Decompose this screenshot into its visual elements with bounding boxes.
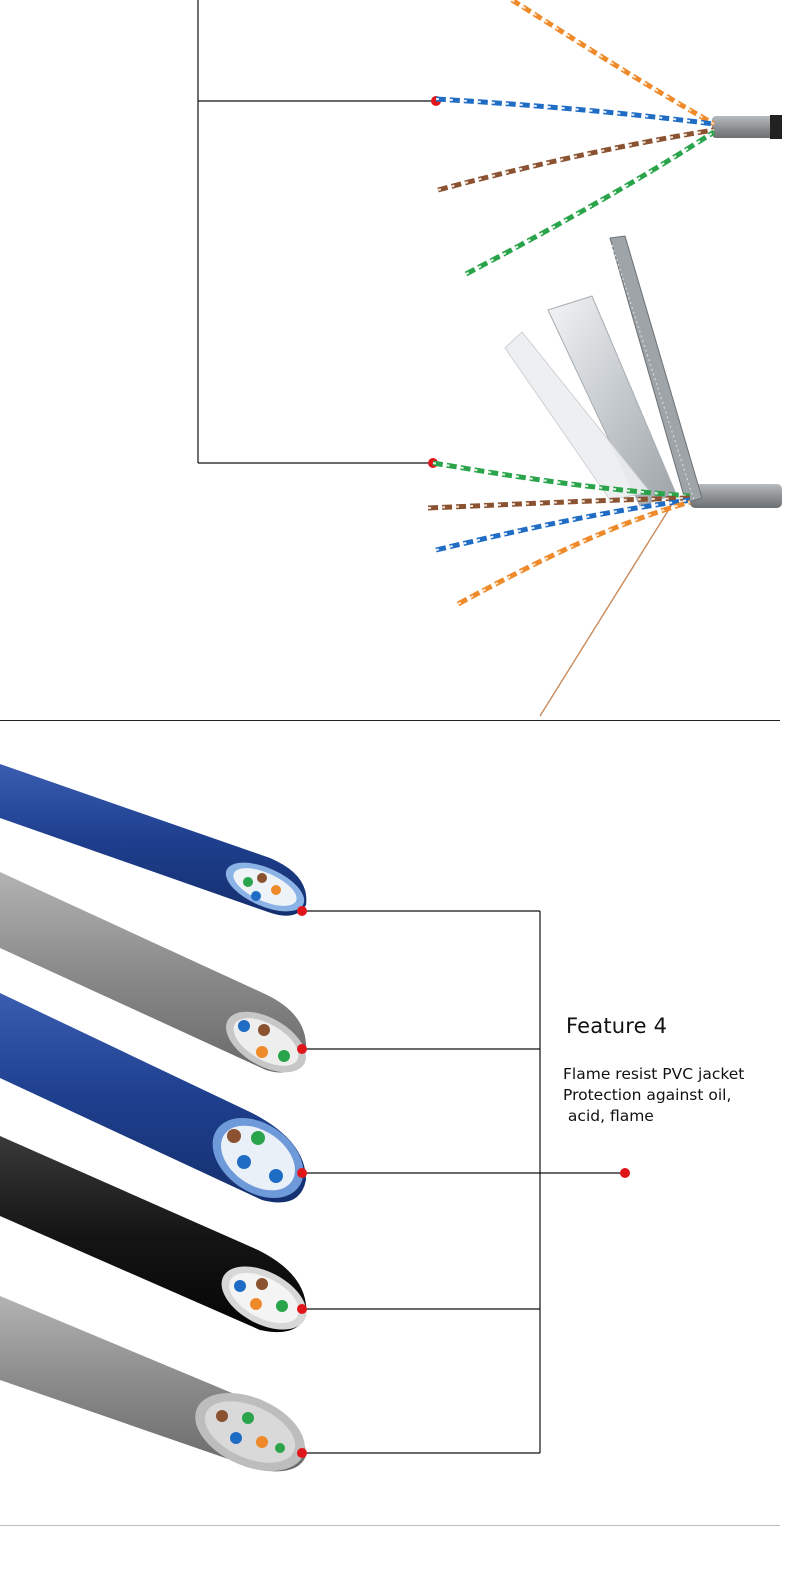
callout-dot-icon (297, 1304, 307, 1314)
shielded-cable-illustration (427, 235, 782, 717)
black-jacket-cable (0, 1136, 307, 1333)
callout-dot-icon (620, 1168, 630, 1178)
callout-dot-icon (297, 1168, 307, 1178)
blue-jacket-cable-2 (0, 993, 306, 1203)
section-divider (0, 720, 780, 721)
callout-dot-icon (297, 1044, 307, 1054)
utp-cable-illustration (435, 0, 782, 277)
callout-dot-icon (297, 906, 307, 916)
cable-structure-svg (197, 0, 782, 717)
section-divider (0, 1525, 780, 1526)
feature-description: Flame resist PVC jacket Protection again… (563, 1064, 773, 1127)
jacket-variants-illustration (0, 722, 790, 1532)
feature-title: Feature 4 (566, 1014, 668, 1038)
feature-line: Protection against oil, (563, 1086, 732, 1104)
top-callout-bracket (197, 0, 441, 468)
gray-shielded-cable (0, 1296, 306, 1472)
cable-structure-illustration (0, 0, 790, 720)
jacket-variants-svg (0, 764, 630, 1472)
feature-line: Flame resist PVC jacket (563, 1065, 745, 1083)
gray-jacket-cable (0, 872, 307, 1073)
blue-jacket-cable (0, 764, 307, 916)
feature-line: acid, flame (563, 1107, 654, 1125)
callout-dot-icon (297, 1448, 307, 1458)
feature-callout-bracket (297, 906, 630, 1458)
